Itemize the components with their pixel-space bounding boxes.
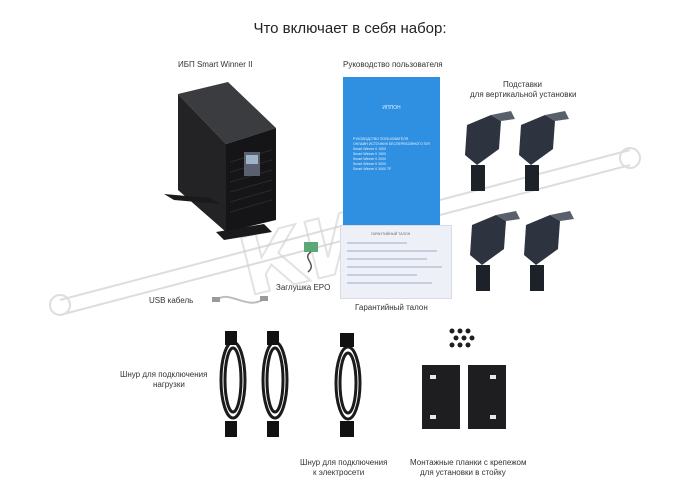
label-stands-2: для вертикальной установки bbox=[470, 90, 577, 99]
manual-line: РУКОВОДСТВО ПОЛЬЗОВАТЕЛЯ bbox=[353, 137, 409, 141]
label-warranty: Гарантийный талон bbox=[355, 303, 428, 312]
label-load-cord-2: нагрузки bbox=[153, 380, 185, 389]
manual-line: ОНЛАЙН ИСТОЧНИК БЕСПЕРЕБОЙНОГО ПИТАНИЯ bbox=[353, 142, 430, 146]
label-load-cord-1: Шнур для подключения bbox=[120, 370, 208, 379]
label-manual: Руководство пользователя bbox=[343, 60, 443, 69]
manual-line: Smart Winner II 3000 bbox=[353, 162, 387, 166]
label-rack-1: Монтажные планки с крепежом bbox=[410, 458, 527, 467]
manual-brand: ИППОН bbox=[382, 105, 401, 111]
manual-line: Smart Winner II 1500 bbox=[353, 152, 387, 156]
label-mains-cord-2: к электросети bbox=[313, 468, 365, 477]
label-mains-cord-1: Шнур для подключения bbox=[300, 458, 388, 467]
stands-bottom-image bbox=[470, 211, 574, 291]
manual-cover: ИППОН РУКОВОДСТВО ПОЛЬЗОВАТЕЛЯ ОНЛАЙН ИС… bbox=[343, 77, 440, 225]
warranty-card: ГАРАНТИЙНЫЙ ТАЛОН bbox=[340, 225, 452, 299]
manual-line: Smart Winner II 3000 TF bbox=[353, 167, 392, 171]
manual-line: Smart Winner II 2000 bbox=[353, 157, 387, 161]
label-rack-2: для установки в стойку bbox=[420, 468, 506, 477]
rack-brackets-image bbox=[422, 328, 506, 429]
load-cords-image bbox=[219, 331, 289, 437]
epo-plug-image bbox=[304, 242, 318, 273]
stands-top-image bbox=[465, 111, 569, 191]
usb-cable-image bbox=[212, 295, 268, 304]
warranty-heading: ГАРАНТИЙНЫЙ ТАЛОН bbox=[371, 232, 411, 236]
label-epo: Заглушка EPO bbox=[276, 283, 331, 292]
mains-cord-image bbox=[334, 333, 362, 437]
label-ups: ИБП Smart Winner II bbox=[178, 60, 253, 69]
manual-line: Smart Winner II 1000 bbox=[353, 147, 387, 151]
label-stands-1: Подставки bbox=[503, 80, 542, 89]
label-usb: USB кабель bbox=[149, 296, 194, 305]
page-title: Что включает в себя набор: bbox=[253, 20, 447, 37]
ups-image bbox=[164, 82, 276, 240]
